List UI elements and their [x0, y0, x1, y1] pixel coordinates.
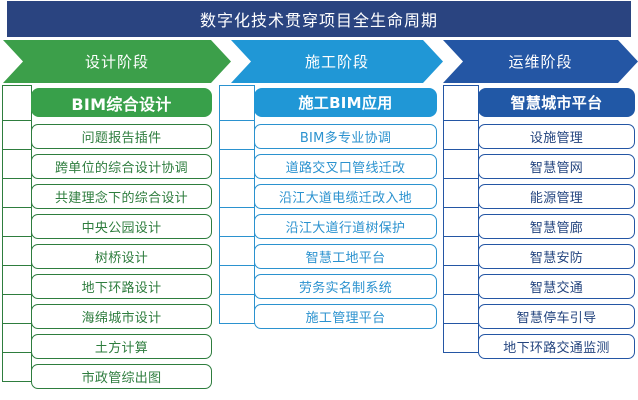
node-ops-2[interactable]: 能源管理: [478, 184, 635, 209]
phase-label-ops: 运维阶段: [508, 53, 573, 71]
node-list-build: 施工BIM应用 BIM多专业协调道路交叉口管线迁改沿江大道电缆迁改入地沿江大道行…: [254, 88, 437, 334]
phase-label-design: 设计阶段: [84, 53, 149, 71]
node-build-5[interactable]: 劳务实名制系统: [254, 274, 437, 299]
connector-ladder-design: [2, 85, 32, 382]
connector-rung-build-4: [219, 207, 255, 237]
node-ops-4[interactable]: 智慧安防: [478, 244, 635, 269]
connector-ladder-ops: [443, 85, 479, 353]
phase-label-build: 施工阶段: [304, 53, 369, 71]
connector-rung-build-0: [219, 85, 255, 121]
phase-chevron-build[interactable]: 施工阶段: [231, 40, 443, 83]
connector-rung-design-9: [2, 352, 32, 382]
node-build-4[interactable]: 智慧工地平台: [254, 244, 437, 269]
connector-rung-build-1: [219, 120, 255, 150]
connector-ladder-build: [219, 85, 255, 324]
connector-rung-build-3: [219, 178, 255, 208]
node-design-4[interactable]: 树桥设计: [31, 244, 212, 269]
node-build-2[interactable]: 沿江大道电缆迁改入地: [254, 184, 437, 209]
node-ops-5[interactable]: 智慧交通: [478, 274, 635, 299]
connector-rung-design-5: [2, 236, 32, 266]
connector-rung-ops-0: [443, 85, 479, 121]
node-list-design: BIM综合设计 问题报告插件跨单位的综合设计协调共建理念下的综合设计中央公园设计…: [31, 88, 212, 394]
node-design-8[interactable]: 市政管综出图: [31, 364, 212, 389]
node-ops-3[interactable]: 智慧管廊: [478, 214, 635, 239]
node-ops-6[interactable]: 智慧停车引导: [478, 304, 635, 329]
connector-rung-ops-3: [443, 178, 479, 208]
connector-rung-build-5: [219, 236, 255, 266]
diagram-title: 数字化技术贯穿项目全生命周期: [199, 11, 438, 30]
connector-rung-design-8: [2, 323, 32, 353]
connector-rung-design-7: [2, 294, 32, 324]
connector-rung-design-1: [2, 120, 32, 150]
node-design-2[interactable]: 共建理念下的综合设计: [31, 184, 212, 209]
connector-rung-build-6: [219, 265, 255, 295]
connector-rung-ops-4: [443, 207, 479, 237]
column-head-ops[interactable]: 智慧城市平台: [478, 88, 635, 117]
column-head-design[interactable]: BIM综合设计: [31, 88, 212, 117]
connector-rung-design-4: [2, 207, 32, 237]
phase-chevron-ops[interactable]: 运维阶段: [443, 40, 638, 83]
node-design-6[interactable]: 海绵城市设计: [31, 304, 212, 329]
connector-rung-build-7: [219, 294, 255, 324]
node-list-ops: 智慧城市平台 设施管理智慧管网能源管理智慧管廊智慧安防智慧交通智慧停车引导地下环…: [478, 88, 635, 364]
connector-rung-design-3: [2, 178, 32, 208]
node-design-1[interactable]: 跨单位的综合设计协调: [31, 154, 212, 179]
connector-rung-ops-6: [443, 265, 479, 295]
node-design-7[interactable]: 土方计算: [31, 334, 212, 359]
connector-rung-design-6: [2, 265, 32, 295]
phase-arrow-band: 设计阶段 施工阶段 运维阶段: [0, 40, 638, 83]
connector-rung-design-2: [2, 149, 32, 179]
node-design-5[interactable]: 地下环路设计: [31, 274, 212, 299]
connector-rung-design-0: [2, 85, 32, 121]
connector-rung-ops-5: [443, 236, 479, 266]
diagram-title-bar: 数字化技术贯穿项目全生命周期: [7, 1, 631, 37]
column-head-build[interactable]: 施工BIM应用: [254, 88, 437, 117]
connector-rung-ops-2: [443, 149, 479, 179]
node-design-3[interactable]: 中央公园设计: [31, 214, 212, 239]
node-design-0[interactable]: 问题报告插件: [31, 124, 212, 149]
node-ops-7[interactable]: 地下环路交通监测: [478, 334, 635, 359]
connector-rung-ops-1: [443, 120, 479, 150]
phase-chevron-design[interactable]: 设计阶段: [3, 40, 231, 83]
node-build-3[interactable]: 沿江大道行道树保护: [254, 214, 437, 239]
node-build-1[interactable]: 道路交叉口管线迁改: [254, 154, 437, 179]
connector-rung-ops-8: [443, 323, 479, 353]
connector-rung-ops-7: [443, 294, 479, 324]
node-build-0[interactable]: BIM多专业协调: [254, 124, 437, 149]
connector-rung-build-2: [219, 149, 255, 179]
node-build-6[interactable]: 施工管理平台: [254, 304, 437, 329]
node-ops-0[interactable]: 设施管理: [478, 124, 635, 149]
node-ops-1[interactable]: 智慧管网: [478, 154, 635, 179]
